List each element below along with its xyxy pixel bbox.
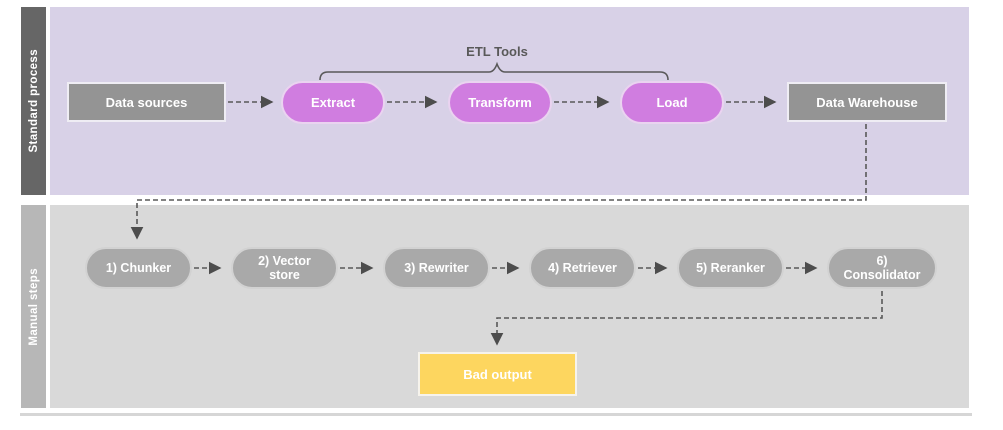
lane-label-manual-steps: Manual steps [27,267,40,346]
node-data-warehouse: Data Warehouse [787,82,947,122]
node-step-4-retriever: 4) Retriever [529,247,636,289]
node-transform: Transform [448,81,552,124]
node-data-sources: Data sources [67,82,226,122]
node-step-1-chunker: 1) Chunker [85,247,192,289]
node-step-5-reranker: 5) Reranker [677,247,784,289]
node-load: Load [620,81,724,124]
node-data-warehouse-label: Data Warehouse [816,94,918,110]
node-step-5-label: 5) Reranker [696,260,765,275]
lane-label-standard-process: Standard process [27,49,40,153]
lane-tab-standard-process: Standard process [21,7,46,195]
node-step-6-consolidator: 6) Consolidator [827,247,937,289]
node-step-2-vector-store: 2) Vector store [231,247,338,289]
node-load-label: Load [656,95,688,110]
node-step-6-label: 6) Consolidator [843,253,921,282]
node-step-3-rewriter: 3) Rewriter [383,247,490,289]
node-bad-output-label: Bad output [463,366,532,382]
node-step-3-label: 3) Rewriter [404,260,469,275]
node-step-4-label: 4) Retriever [548,260,617,275]
etl-tools-group-label: ETL Tools [466,44,528,59]
node-step-2-label: 2) Vector store [258,253,311,282]
node-transform-label: Transform [468,95,532,110]
lane-tab-manual-steps: Manual steps [21,205,46,408]
node-extract-label: Extract [310,95,356,110]
bottom-divider-line [20,413,972,416]
node-extract: Extract [281,81,385,124]
node-data-sources-label: Data sources [105,94,188,110]
node-step-1-label: 1) Chunker [105,260,172,275]
node-bad-output: Bad output [418,352,577,396]
